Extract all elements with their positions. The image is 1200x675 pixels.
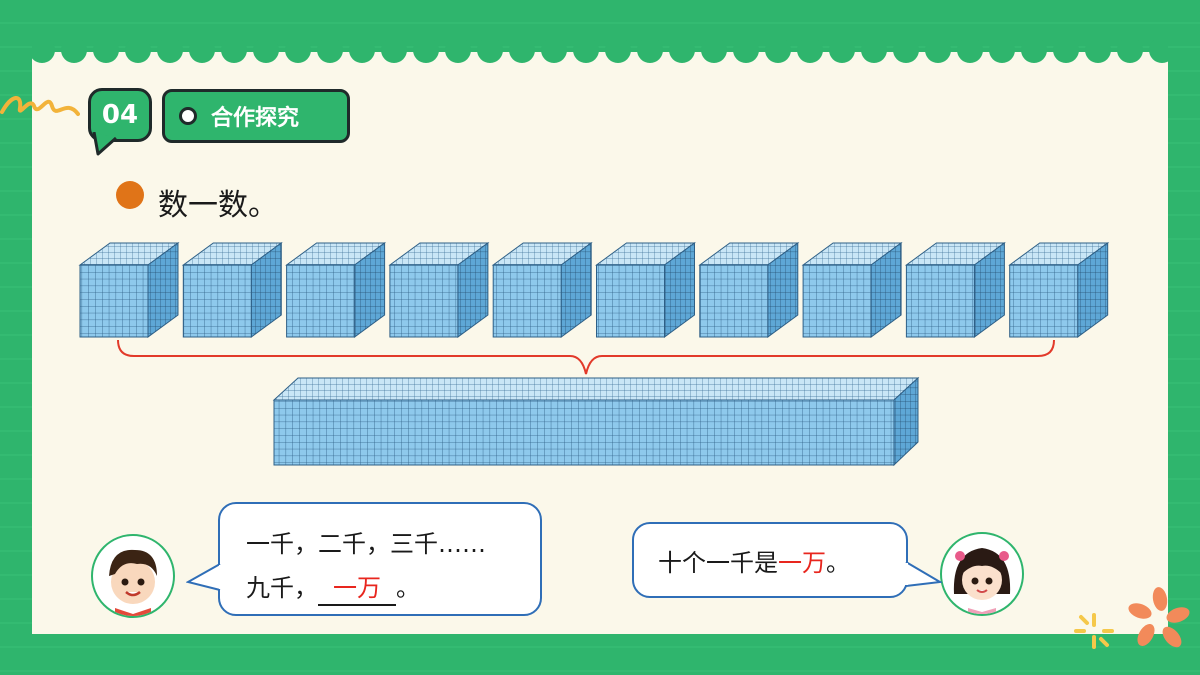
brace: [117, 339, 1055, 375]
scallop-bump: [573, 40, 599, 63]
scallop-bump: [1085, 40, 1111, 63]
girl-avatar-icon: [940, 532, 1024, 616]
scallop-bump: [1117, 40, 1143, 63]
section-number-badge: 04: [88, 88, 152, 142]
boy-line-1: 一千，二千，三千……: [246, 530, 486, 558]
girl-bubble-tail: [904, 561, 942, 587]
thousand-cube: [285, 242, 387, 338]
scallop-bump: [829, 40, 855, 63]
thousand-cube: [801, 242, 903, 338]
scallop-border: [32, 40, 1168, 63]
scallop-bump: [861, 40, 887, 63]
boy-line-2-prefix: 九千，: [246, 574, 318, 602]
scallop-bump: [32, 40, 55, 63]
scallop-bump: [669, 40, 695, 63]
bullet-icon: [116, 181, 144, 209]
section-title-badge: 合作探究: [162, 89, 350, 143]
scallop-bump: [605, 40, 631, 63]
scallop-bump: [701, 40, 727, 63]
section-number: 04: [101, 100, 139, 130]
scallop-bump: [93, 40, 119, 63]
scallop-bump: [925, 40, 951, 63]
ten-thousand-block: [272, 376, 920, 467]
boy-bubble-tail: [186, 563, 222, 591]
scallop-bump: [1053, 40, 1079, 63]
scallop-bump: [61, 40, 87, 63]
task-instruction: 数一数。: [158, 188, 278, 223]
scallop-bump: [189, 40, 215, 63]
boy-avatar-icon: [91, 534, 175, 618]
scallop-bump: [349, 40, 375, 63]
thousand-cube: [1008, 242, 1110, 338]
scallop-bump: [957, 40, 983, 63]
girl-suffix: 。: [826, 548, 850, 577]
boy-answer: 一万: [318, 572, 396, 606]
boy-line-2-suffix: 。: [396, 574, 420, 602]
scallop-bump: [413, 40, 439, 63]
scallop-bump: [285, 40, 311, 63]
scallop-bump: [221, 40, 247, 63]
thousand-cube: [594, 242, 697, 338]
scallop-bump: [733, 40, 759, 63]
scallop-bump: [1149, 40, 1168, 63]
badge-tail: [92, 132, 117, 156]
girl-speech-bubble: 十个一千是一万。: [632, 522, 908, 598]
thousand-cube: [491, 242, 593, 338]
scallop-bump: [509, 40, 535, 63]
thousand-cube: [181, 242, 283, 338]
scallop-bump: [989, 40, 1015, 63]
scallop-bump: [797, 40, 823, 63]
section-title: 合作探究: [211, 106, 300, 131]
scallop-bump: [893, 40, 919, 63]
scallop-bump: [765, 40, 791, 63]
scallop-bump: [381, 40, 407, 63]
thousand-cube: [388, 242, 490, 338]
scallop-bump: [541, 40, 567, 63]
scallop-bump: [317, 40, 343, 63]
thousand-cube: [78, 242, 180, 338]
scallop-bump: [253, 40, 279, 63]
thousand-cube: [698, 242, 800, 338]
scallop-bump: [125, 40, 151, 63]
girl-prefix: 十个一千是: [658, 548, 778, 577]
thousand-cube: [904, 242, 1006, 338]
scallop-bump: [1021, 40, 1047, 63]
scallop-bump: [445, 40, 471, 63]
scallop-bump: [477, 40, 503, 63]
title-dot-icon: [179, 107, 197, 125]
scallop-bump: [637, 40, 663, 63]
boy-speech-bubble: 一千，二千，三千…… 九千，一万。: [218, 502, 542, 616]
flower-decoration-icon: [1074, 587, 1190, 649]
squiggle-decoration-icon: [0, 96, 80, 116]
boy-line-2: 九千，一万。: [246, 566, 540, 610]
scallop-bump: [157, 40, 183, 63]
girl-answer: 一万: [778, 548, 826, 577]
